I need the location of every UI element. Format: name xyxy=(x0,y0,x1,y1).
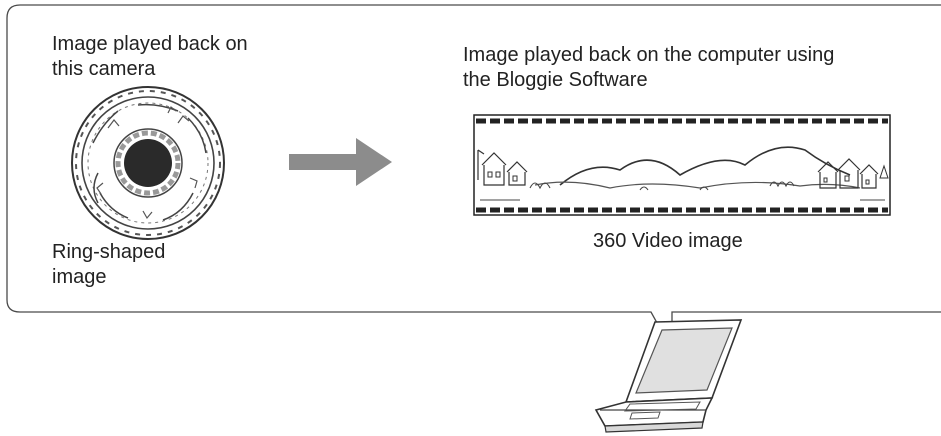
ring-image-icon xyxy=(71,86,225,240)
panorama-landscape-icon xyxy=(473,114,891,216)
ring-shaped-label: Ring-shaped image xyxy=(52,241,166,288)
arrow-right-icon xyxy=(289,138,392,186)
computer-playback-label: Image played back on the computer using … xyxy=(463,44,835,91)
video-360-label: 360 Video image xyxy=(593,230,743,252)
callout-frame xyxy=(6,4,941,351)
camera-playback-label: Image played back on this camera xyxy=(52,33,248,80)
laptop-icon xyxy=(594,319,743,433)
